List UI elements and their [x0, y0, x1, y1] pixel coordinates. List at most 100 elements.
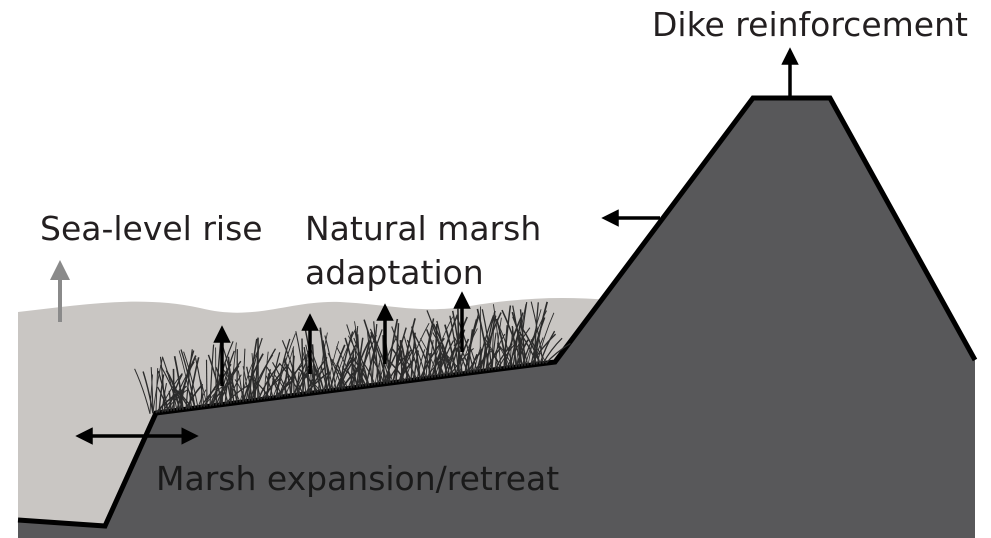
- grass-blade: [420, 338, 439, 378]
- grass-blade: [161, 356, 178, 411]
- grass-blade: [155, 368, 159, 414]
- grass-blade: [171, 386, 193, 409]
- grass-blade: [329, 344, 346, 391]
- grass-blade: [224, 376, 230, 405]
- grass-blade: [234, 379, 247, 402]
- grass-blade: [412, 330, 433, 378]
- grass-blade: [225, 376, 232, 404]
- grass-blade: [501, 309, 523, 367]
- grass-blade: [172, 371, 175, 411]
- grass-blade: [295, 331, 307, 394]
- grass-blade: [266, 366, 283, 398]
- grass-blade: [149, 374, 154, 414]
- grass-blade: [346, 324, 364, 387]
- grass-blade: [265, 375, 274, 399]
- grass-blade: [336, 346, 355, 388]
- grass-blade: [336, 362, 346, 389]
- grass-blade: [371, 357, 385, 385]
- grass-blade: [218, 350, 235, 406]
- grass-blade: [503, 305, 512, 369]
- grass-blade: [434, 323, 438, 378]
- grass-blade: [422, 318, 435, 379]
- grass-blade: [426, 329, 442, 377]
- grass-blade: [542, 337, 563, 364]
- grass-blade: [168, 390, 172, 412]
- grass-blade: [492, 304, 502, 369]
- grass-blade: [403, 335, 415, 381]
- grass-blade: [343, 368, 361, 388]
- grass-blade: [263, 351, 269, 400]
- grass-blade: [353, 337, 370, 386]
- grass-blade: [317, 332, 328, 393]
- grass-blade: [362, 361, 376, 386]
- grass-blade: [391, 348, 412, 381]
- grass-blade: [281, 340, 301, 395]
- sea-level-rise-label: Sea-level rise: [40, 209, 263, 248]
- grass-blade: [370, 331, 388, 384]
- grass-blade: [272, 362, 289, 397]
- grass-blade: [512, 316, 529, 366]
- marsh-expansion-label: Marsh expansion/retreat: [156, 459, 559, 498]
- grass-blade: [496, 342, 514, 368]
- grass-blade: [190, 386, 196, 409]
- grass-blade: [350, 361, 367, 387]
- marsh-grass: [134, 301, 571, 414]
- grass-blade: [251, 369, 262, 400]
- grass-blade: [230, 342, 237, 404]
- grass-blade: [324, 335, 337, 391]
- grass-blade: [481, 309, 493, 371]
- grass-blade: [312, 364, 322, 393]
- natural-marsh-label-line2: adaptation: [305, 253, 484, 292]
- grass-blade: [207, 354, 223, 405]
- grass-blade: [530, 333, 557, 366]
- grass-blade: [157, 386, 169, 412]
- grass-blade: [530, 339, 541, 365]
- grass-blade: [142, 371, 154, 414]
- grass-blade: [451, 310, 463, 374]
- grass-blade: [479, 306, 482, 372]
- grass-blade: [323, 353, 334, 391]
- grass-blade: [366, 330, 373, 386]
- grass-blade: [242, 348, 246, 402]
- grass-blade: [482, 335, 502, 370]
- grass-blade: [411, 326, 421, 380]
- grass-blade: [428, 352, 431, 379]
- grass-blade: [178, 350, 193, 409]
- grass-blade: [283, 360, 304, 395]
- grass-blade: [530, 317, 546, 366]
- grass-blade: [511, 325, 517, 368]
- grass-blade: [134, 368, 151, 414]
- grass-blade: [251, 348, 277, 401]
- grass-blade: [455, 315, 475, 373]
- grass-blade: [476, 308, 490, 371]
- grass-blade: [392, 327, 407, 383]
- natural-marsh-label-line1: Natural marsh: [305, 209, 541, 248]
- grass-blade: [271, 378, 280, 398]
- grass-blade: [515, 339, 529, 368]
- grass-blade: [308, 366, 326, 394]
- grass-blade: [398, 344, 417, 383]
- grass-blade: [530, 301, 544, 364]
- grass-blade: [479, 312, 502, 372]
- grass-blade: [195, 358, 205, 407]
- grass-blade: [457, 308, 460, 375]
- grass-blade: [413, 343, 427, 379]
- dike-ground: [18, 98, 975, 538]
- grass-blade: [495, 318, 508, 369]
- grass-blade: [246, 366, 253, 401]
- dike-outline: [17, 95, 978, 529]
- grass-blade: [453, 336, 472, 373]
- grass-blade: [416, 349, 426, 380]
- grass-blade: [350, 350, 355, 389]
- grass-blade: [539, 330, 556, 365]
- grass-blade: [205, 359, 208, 407]
- grass-blade: [494, 317, 502, 370]
- grass-blade: [405, 360, 418, 380]
- grass-blade: [467, 329, 474, 374]
- grass-blade: [334, 366, 349, 389]
- grass-blade: [533, 344, 547, 364]
- grass-blade: [159, 356, 166, 412]
- grass-blade: [497, 344, 511, 368]
- grass-blade: [470, 353, 478, 373]
- grass-blade: [356, 334, 361, 387]
